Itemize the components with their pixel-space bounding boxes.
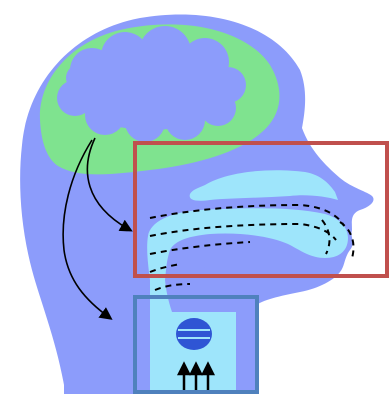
vocal-folds: [176, 318, 212, 350]
airflow-arrows: [179, 364, 213, 390]
